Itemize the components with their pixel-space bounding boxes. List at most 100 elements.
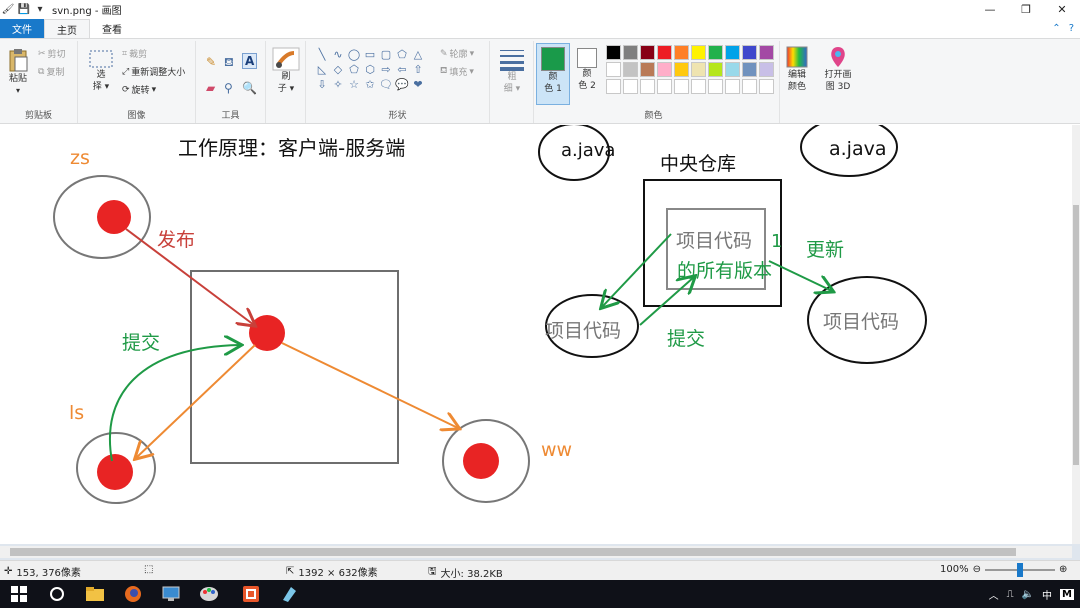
shape-line-icon[interactable]: ╲ (318, 48, 326, 61)
palette-swatch[interactable] (640, 62, 655, 77)
paste-button[interactable]: 粘贴 ▾ (4, 47, 32, 97)
shape-heart-icon[interactable]: ❤ (413, 78, 423, 91)
palette-swatch[interactable] (742, 79, 757, 94)
zoom-slider-thumb[interactable] (1016, 562, 1023, 577)
zoom-in-button[interactable]: ⊕ (1058, 564, 1068, 575)
palette-swatch[interactable] (657, 62, 672, 77)
tab-file[interactable]: 文件 (0, 19, 44, 38)
brushes-button[interactable]: 刷 子 ▾ (270, 47, 302, 95)
drawing-canvas[interactable]: 工作原理：客户端-服务端 zs 发布 提交 ls ww a.java a.jav… (0, 125, 1072, 544)
paint-app-icon[interactable]: 🖌 (1, 3, 15, 15)
shape-oval-icon[interactable]: ◯ (347, 48, 361, 61)
search-button[interactable] (38, 580, 76, 608)
taskbar-paint-app[interactable] (190, 580, 228, 608)
outline-button[interactable]: ✎轮廓▾ (440, 48, 475, 61)
shape-up-arrow-icon[interactable]: ⇧ (413, 63, 423, 76)
palette-swatch[interactable] (708, 45, 723, 60)
shape-left-arrow-icon[interactable]: ⇦ (397, 63, 407, 76)
zoom-out-button[interactable]: ⊖ (972, 564, 981, 575)
palette-swatch[interactable] (759, 62, 774, 77)
vertical-scrollbar[interactable] (1072, 125, 1080, 544)
shape-four-star-icon[interactable]: ✧ (333, 78, 343, 91)
palette-swatch[interactable] (606, 45, 621, 60)
size-button[interactable]: 粗 细 ▾ (496, 47, 528, 95)
edit-colors-button[interactable]: 编辑 颜色 (780, 45, 814, 93)
palette-swatch[interactable] (657, 45, 672, 60)
zoom-slider[interactable] (984, 562, 1055, 577)
tray-expand-icon[interactable]: ︿ (988, 590, 999, 602)
palette-swatch[interactable] (725, 45, 740, 60)
open-paint3d-button[interactable]: 打开画 图 3D (818, 45, 858, 93)
palette-swatch[interactable] (725, 79, 740, 94)
palette-swatch[interactable] (691, 62, 706, 77)
palette-swatch[interactable] (623, 79, 638, 94)
palette-swatch[interactable] (674, 79, 689, 94)
fill-bucket-icon[interactable]: ⛾ (224, 55, 234, 69)
fill-button[interactable]: ⛾填充▾ (440, 66, 474, 78)
palette-swatch[interactable] (640, 45, 655, 60)
close-button[interactable]: ✕ (1057, 2, 1067, 16)
shape-down-arrow-icon[interactable]: ⇩ (317, 78, 327, 91)
taskbar-firefox[interactable] (114, 580, 152, 608)
palette-swatch[interactable] (623, 45, 638, 60)
help-icon[interactable]: ? (1068, 23, 1074, 34)
palette-swatch[interactable] (742, 62, 757, 77)
volume-icon[interactable]: 🔈 (1021, 588, 1035, 600)
palette-swatch[interactable] (691, 45, 706, 60)
taskbar-notes-app[interactable] (270, 580, 308, 608)
shape-hexagon-icon[interactable]: ⬡ (365, 63, 375, 76)
shape-curve-icon[interactable]: ∿ (333, 48, 343, 61)
palette-swatch[interactable] (742, 45, 757, 60)
color-picker-icon[interactable]: ⚲ (224, 81, 233, 95)
shape-right-arrow-icon[interactable]: ⇨ (381, 63, 391, 76)
taskbar-orange-app[interactable] (232, 580, 270, 608)
minimize-button[interactable]: — (984, 2, 996, 16)
shape-triangle-icon[interactable]: △ (413, 48, 423, 61)
palette-swatch[interactable] (606, 62, 621, 77)
palette-swatch[interactable] (708, 79, 723, 94)
taskbar-file-explorer[interactable] (76, 580, 114, 608)
taskbar-computer[interactable] (152, 580, 190, 608)
rotate-button[interactable]: ⟳旋转▾ (122, 84, 157, 97)
resize-button[interactable]: ⤢重新调整大小 (122, 66, 186, 79)
text-tool-icon[interactable]: A (242, 53, 258, 69)
palette-swatch[interactable] (759, 79, 774, 94)
input-mode-badge[interactable]: M (1060, 588, 1074, 600)
palette-swatch[interactable] (657, 79, 672, 94)
collapse-ribbon-icon[interactable]: ⌃ (1052, 23, 1061, 34)
customize-dropdown-icon[interactable]: ▾ (37, 3, 43, 15)
shape-six-star-icon[interactable]: ✩ (365, 78, 375, 91)
palette-swatch[interactable] (725, 62, 740, 77)
select-button[interactable]: 选 择 ▾ (86, 49, 116, 93)
shape-callout-rect-icon[interactable]: 🗨 (379, 78, 393, 91)
cut-button[interactable]: ✂剪切 (38, 48, 66, 61)
color1-button[interactable]: 颜 色 1 (536, 43, 570, 105)
palette-swatch[interactable] (640, 79, 655, 94)
copy-button[interactable]: ⧉复制 (38, 66, 65, 79)
restore-button[interactable]: ❐ (1021, 2, 1031, 16)
shape-pentagon-icon[interactable]: ⬠ (349, 63, 359, 76)
shape-rectangle-icon[interactable]: ▭ (364, 48, 376, 61)
palette-swatch[interactable] (759, 45, 774, 60)
ime-indicator[interactable]: 中 (1042, 590, 1053, 602)
horizontal-scrollbar[interactable] (0, 546, 1072, 558)
shape-diamond-icon[interactable]: ◇ (333, 63, 343, 76)
save-icon[interactable]: 💾 (17, 3, 31, 15)
shape-callout-oval-icon[interactable]: 💬 (395, 78, 409, 91)
crop-button[interactable]: ⌗裁剪 (122, 48, 148, 61)
horizontal-scroll-thumb[interactable] (10, 548, 1016, 556)
color2-button[interactable]: 颜 色 2 (572, 43, 602, 105)
pencil-icon[interactable]: ✎ (206, 55, 217, 69)
shape-five-star-icon[interactable]: ☆ (349, 78, 359, 91)
palette-swatch[interactable] (674, 45, 689, 60)
magnifier-icon[interactable]: 🔍 (242, 81, 257, 95)
network-icon[interactable]: ⎍ (1006, 588, 1014, 600)
shape-right-triangle-icon[interactable]: ◺ (317, 63, 327, 76)
palette-swatch[interactable] (674, 62, 689, 77)
palette-swatch[interactable] (691, 79, 706, 94)
eraser-icon[interactable]: ▰ (206, 81, 216, 95)
vertical-scroll-thumb[interactable] (1073, 205, 1079, 465)
shape-polygon-icon[interactable]: ⬠ (397, 48, 407, 61)
tab-home[interactable]: 主页 (44, 19, 90, 38)
shape-rounded-rect-icon[interactable]: ▢ (380, 48, 392, 61)
